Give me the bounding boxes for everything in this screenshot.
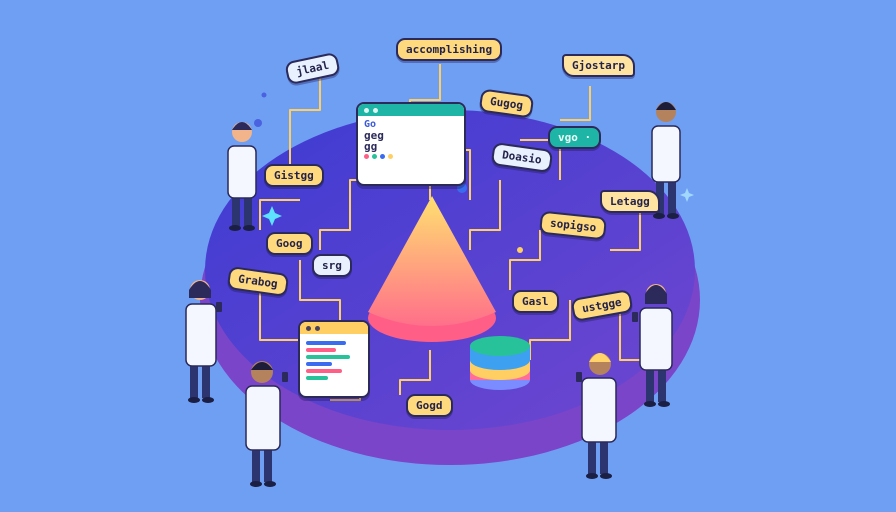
code-window-top: Go geg gg	[356, 102, 466, 186]
person-bottom-left	[245, 361, 288, 487]
label-gjostarp: Gjostarp	[562, 54, 635, 77]
person-bottom-right	[576, 353, 617, 479]
cone	[368, 196, 496, 326]
code-window-titlebar	[300, 322, 368, 334]
person-top-right	[651, 102, 681, 219]
label-accomplishing: accomplishing	[396, 38, 503, 61]
floating-dot	[261, 92, 267, 98]
code-lines	[300, 334, 368, 387]
code-window-title: Go	[364, 119, 377, 130]
code-window-titlebar	[358, 104, 464, 116]
code-dots	[364, 154, 458, 159]
code-line-1: geg	[364, 129, 384, 142]
code-line-2: gg	[364, 140, 378, 153]
code-window-bottom	[298, 320, 370, 398]
label-letagg: Letagg	[600, 190, 660, 213]
person-top-left	[227, 122, 257, 231]
data-stack	[470, 336, 530, 390]
sparkle-icon	[680, 188, 694, 202]
label-srg: srg	[312, 254, 352, 277]
sparkle-icon	[262, 206, 282, 226]
person-right	[632, 284, 673, 407]
accent-dot	[517, 247, 523, 253]
label-goog: Goog	[266, 232, 313, 255]
label-gogd: Gogd	[406, 394, 453, 417]
label-vgo: vgo ·	[548, 126, 602, 149]
floating-dot	[254, 119, 262, 127]
label-gasl: Gasl	[512, 290, 559, 313]
label-gistgg: Gistgg	[264, 164, 324, 187]
person-left	[185, 280, 222, 403]
